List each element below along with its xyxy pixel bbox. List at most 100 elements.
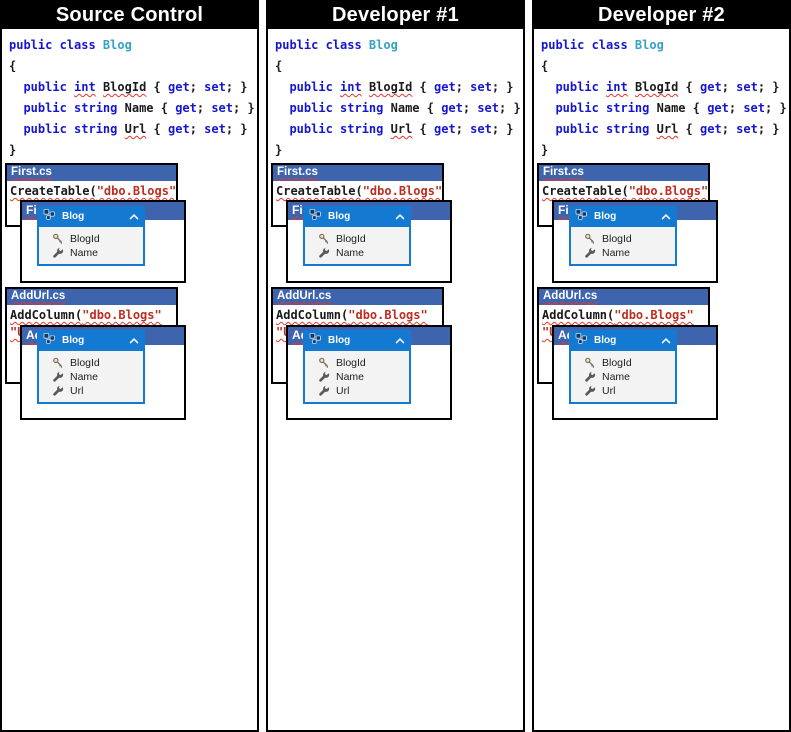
entity-blog-header[interactable]: Blog bbox=[303, 206, 411, 227]
code-token: public bbox=[289, 80, 341, 94]
wrench-icon bbox=[585, 371, 596, 382]
window-addurl-cs-titlebar[interactable]: AddUrl.cs bbox=[7, 289, 176, 305]
window-first-cs-code: CreateTable("dbo.Blogs" bbox=[273, 181, 442, 200]
entity-property-label: BlogId bbox=[336, 357, 366, 369]
code-line: CreateTable("dbo.Blogs" bbox=[10, 183, 177, 200]
entity-name: Blog bbox=[328, 211, 351, 222]
wrench-icon bbox=[319, 371, 330, 382]
code-token: Name { bbox=[117, 101, 176, 115]
code-token: "dbo.Blogs" bbox=[362, 184, 443, 198]
entity-property-row: Name bbox=[52, 370, 141, 384]
code-token: public bbox=[23, 122, 75, 136]
code-token: string bbox=[606, 122, 650, 136]
code-token: { bbox=[412, 122, 434, 136]
entity-property-label: BlogId bbox=[70, 357, 100, 369]
code-token: public class bbox=[275, 38, 369, 52]
entity-property-label: Name bbox=[336, 371, 365, 383]
chevron-up-icon[interactable] bbox=[661, 213, 671, 221]
column-panel: Developer #1 public class Blog{ public i… bbox=[266, 0, 525, 732]
code-token: get bbox=[700, 80, 722, 94]
code-line: { bbox=[541, 56, 789, 77]
code-token: } bbox=[541, 143, 549, 157]
column-panel: Developer #2 public class Blog{ public i… bbox=[532, 0, 791, 732]
column-title: Developer #2 bbox=[598, 4, 725, 26]
code-token: ; bbox=[721, 122, 737, 136]
code-token: set bbox=[204, 80, 226, 94]
chevron-up-icon[interactable] bbox=[395, 213, 405, 221]
chevron-up-icon[interactable] bbox=[661, 337, 671, 345]
code-token: BlogId bbox=[634, 80, 679, 94]
entity-blog-header[interactable]: Blog bbox=[303, 330, 411, 351]
entity-icon bbox=[309, 208, 321, 220]
code-token: ; } bbox=[225, 80, 248, 94]
entity-property-label: BlogId bbox=[70, 233, 100, 245]
entity-property-row: BlogId bbox=[318, 232, 407, 246]
column-header: Source Control bbox=[2, 2, 257, 29]
wrench-icon bbox=[585, 247, 596, 258]
code-token: "dbo.Blogs" bbox=[96, 184, 177, 198]
entity-property-row: BlogId bbox=[318, 356, 407, 370]
code-token bbox=[275, 80, 289, 94]
code-token: public bbox=[23, 101, 75, 115]
code-token: public bbox=[23, 80, 75, 94]
code-token: Url bbox=[124, 122, 147, 136]
entity-name: Blog bbox=[62, 211, 85, 222]
code-line: public class Blog bbox=[541, 35, 789, 56]
wrench-icon bbox=[319, 247, 330, 258]
code-token: set bbox=[470, 122, 492, 136]
chevron-up-icon[interactable] bbox=[129, 337, 139, 345]
code-token: ; bbox=[721, 80, 737, 94]
window-addurl-cs-titlebar[interactable]: AddUrl.cs bbox=[273, 289, 442, 305]
column-title: Developer #1 bbox=[332, 4, 459, 26]
entity-property-label: Name bbox=[70, 247, 99, 259]
code-token: public bbox=[289, 122, 341, 136]
code-token: string bbox=[340, 101, 384, 115]
entity-property-label: BlogId bbox=[336, 233, 366, 245]
entity-property-label: Url bbox=[70, 385, 84, 397]
code-token bbox=[96, 80, 103, 94]
code-token: public class bbox=[9, 38, 103, 52]
code-token: Url bbox=[390, 122, 413, 136]
window-first-cs-code: CreateTable("dbo.Blogs" bbox=[539, 181, 708, 200]
code-token: ; bbox=[189, 80, 205, 94]
entity-property-label: BlogId bbox=[602, 357, 632, 369]
entity-blog-header[interactable]: Blog bbox=[37, 206, 145, 227]
window-first-cs-title: First.cs bbox=[543, 166, 584, 178]
code-token: AddColumn( bbox=[276, 308, 349, 322]
chevron-up-icon[interactable] bbox=[129, 213, 139, 221]
code-token: set bbox=[743, 101, 766, 115]
entity-property-row: Name bbox=[52, 246, 141, 260]
code-token: AddColumn( bbox=[542, 308, 615, 322]
code-token bbox=[9, 80, 23, 94]
code-token: public class bbox=[541, 38, 635, 52]
window-first-cs-titlebar[interactable]: First.cs bbox=[539, 165, 708, 181]
code-token bbox=[628, 80, 635, 94]
entity-icon bbox=[575, 208, 587, 220]
code-token: get bbox=[700, 122, 722, 136]
code-line: CreateTable("dbo.Blogs" bbox=[542, 183, 708, 200]
chevron-up-icon[interactable] bbox=[395, 337, 405, 345]
code-token: Blog bbox=[634, 38, 664, 52]
window-first-cs-titlebar[interactable]: First.cs bbox=[7, 165, 176, 181]
code-token: get bbox=[434, 122, 456, 136]
column-header: Developer #2 bbox=[534, 2, 789, 29]
entity-name: Blog bbox=[594, 335, 617, 346]
code-token: int bbox=[74, 80, 96, 94]
code-token: Blog bbox=[102, 38, 132, 52]
code-token: string bbox=[606, 101, 650, 115]
window-addurl-cs-title: AddUrl.cs bbox=[277, 290, 332, 302]
code-token: ; } bbox=[757, 80, 780, 94]
code-token: CreateTable( bbox=[10, 184, 97, 198]
code-token: { bbox=[678, 122, 700, 136]
entity-blog-header[interactable]: Blog bbox=[37, 330, 145, 351]
entity-blog-header[interactable]: Blog bbox=[569, 206, 677, 227]
code-line: public int BlogId { get; set; } bbox=[541, 77, 789, 98]
window-first-cs-titlebar[interactable]: First.cs bbox=[273, 165, 442, 181]
window-addurl-cs-titlebar[interactable]: AddUrl.cs bbox=[539, 289, 708, 305]
code-token: ; } bbox=[491, 122, 514, 136]
entity-blog-header[interactable]: Blog bbox=[569, 330, 677, 351]
